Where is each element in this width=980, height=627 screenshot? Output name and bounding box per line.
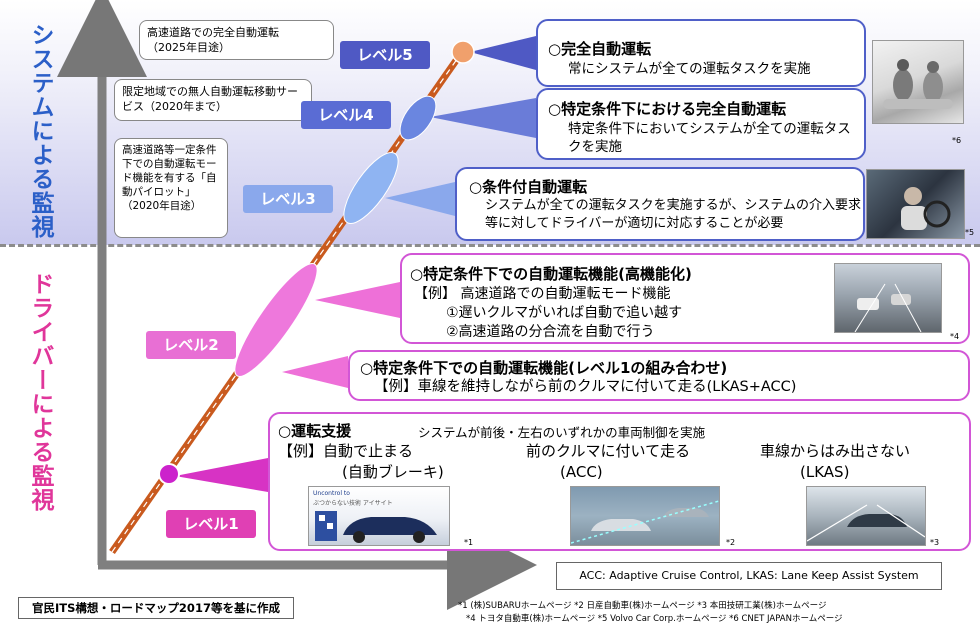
level3-text: システムが全ての運転タスクを実施するが、システムの介入要求等に対してドライバーが… — [485, 198, 861, 231]
ref-5: *5 — [965, 228, 975, 237]
ref-1: *1 — [464, 538, 474, 547]
level2-combined-box: ○特定条件下での自動運転機能(レベル1の組み合わせ) 【例】車線を維持しながら前… — [348, 350, 970, 401]
level5-callout: 高速道路での完全自動運転 （2025年目途） — [139, 20, 334, 60]
level2-combined-text: 【例】車線を維持しながら前のクルマに付いて走る(LKAS+ACC) — [374, 379, 797, 395]
system-monitoring-title: システムによる監視 — [27, 22, 53, 239]
level1-description: システムが前後・左右のいずれかの車両制御を実施 — [418, 425, 706, 440]
level4-label: レベル4 — [301, 101, 391, 129]
level3-label: レベル3 — [243, 185, 333, 213]
level3-box: ○条件付自動運転 システムが全ての運転タスクを実施するが、システムの介入要求等に… — [455, 167, 865, 241]
level3-callout-text: 高速道路等一定条件下での自動運転モード機能を有する「自動パイロット」（2020年… — [122, 144, 217, 212]
level2-ellipse — [234, 263, 318, 377]
highway-photo-figure — [854, 283, 922, 333]
level2-combined-title: ○特定条件下での自動運転機能(レベル1の組み合わせ) — [360, 359, 728, 377]
level3-ellipse — [343, 152, 399, 224]
level5-callout-text: 高速道路での完全自動運転 （2025年目途） — [147, 26, 279, 54]
lkas-photo — [806, 486, 926, 546]
level2-pointer-lower — [282, 356, 348, 388]
level1-marker — [158, 463, 180, 485]
level1-title: ○運転支援 — [278, 422, 352, 440]
level5-marker — [451, 40, 475, 64]
level4-text: 特定条件下においてシステムが全ての運転タスクを実施 — [568, 121, 851, 155]
lkas-photo-figure — [806, 504, 926, 542]
level5-box: ○完全自動運転 常にシステムが全ての運転タスクを実施 — [536, 19, 866, 87]
acc-photo — [570, 486, 720, 546]
cabin-photo-figure — [883, 59, 953, 109]
source-note: 官民ITS構想・ロードマップ2017等を基に作成 — [18, 597, 294, 619]
level2-pointer-upper — [315, 282, 400, 318]
driver-monitoring-title: ドライバーによる監視 — [27, 272, 53, 512]
level2-advanced-item1: ①遅いクルマがいれば自動で追い越す — [446, 305, 683, 321]
level1-box: ○運転支援 システムが前後・左右のいずれかの車両制御を実施 【例】自動で止まる … — [268, 412, 971, 551]
auto-brake-photo: Uncontrol to ぶつからない技術 アイサイト — [308, 486, 450, 546]
acronym-legend: ACC: Adaptive Cruise Control, LKAS: Lane… — [556, 562, 942, 590]
auto-brake-photo-heading: Uncontrol to — [313, 490, 350, 497]
level1-example2-line1: 前のクルマに付いて走る — [526, 442, 691, 460]
highway-photo — [834, 263, 942, 333]
level5-pointer — [470, 36, 536, 70]
level4-box: ○特定条件下における完全自動運転 特定条件下においてシステムが全ての運転タスクを… — [536, 88, 866, 160]
ref-4: *4 — [950, 332, 960, 341]
level3-title: ○条件付自動運転 — [469, 178, 588, 196]
footnote-line1: *1 (株)SUBARUホームページ *2 日産自動車(株)ホームページ *3 … — [458, 601, 827, 611]
driver-photo — [866, 169, 965, 239]
level5-text: 常にシステムが全ての運転タスクを実施 — [568, 61, 811, 77]
driver-photo-figure — [901, 187, 951, 230]
level2-advanced-title: ○特定条件下での自動運転機能(高機能化) — [410, 265, 692, 283]
level5-title: ○完全自動運転 — [548, 40, 652, 58]
level1-example1-line1: 【例】自動で止まる — [278, 442, 414, 460]
level4-pointer — [430, 98, 536, 138]
footnote-line2: *4 トヨタ自動車(株)ホームページ *5 Volvo Car Corp.ホーム… — [466, 614, 843, 624]
level1-example2-line2: (ACC) — [560, 463, 603, 481]
monitoring-divider — [0, 244, 980, 247]
level1-example3-line1: 車線からはみ出さない — [760, 442, 911, 460]
level4-ellipse — [399, 95, 437, 141]
level1-example3-line2: (LKAS) — [800, 463, 850, 481]
acc-photo-figure — [570, 500, 720, 544]
level2-label: レベル2 — [146, 331, 236, 359]
ref-3: *3 — [930, 538, 940, 547]
level4-title: ○特定条件下における完全自動運転 — [548, 100, 787, 118]
level3-callout: 高速道路等一定条件下での自動運転モード機能を有する「自動パイロット」（2020年… — [114, 138, 228, 238]
level4-callout-text: 限定地域での無人自動運転移動サービス（2020年まで） — [122, 85, 298, 113]
ref-2: *2 — [726, 538, 736, 547]
level1-example1-line2: (自動ブレーキ) — [342, 463, 444, 481]
level4-callout: 限定地域での無人自動運転移動サービス（2020年まで） — [114, 79, 312, 121]
auto-brake-photo-figure — [315, 511, 437, 543]
level1-label: レベル1 — [166, 510, 256, 538]
level1-pointer — [175, 458, 268, 492]
level2-advanced-example: 【例】 高速道路での自動運転モード機能 — [414, 286, 671, 302]
auto-brake-photo-title: ぶつからない技術 アイサイト — [313, 500, 393, 507]
autonomous-cabin-photo — [872, 40, 964, 124]
level3-pointer — [385, 182, 455, 216]
ref-6: *6 — [952, 136, 962, 145]
level5-label: レベル5 — [340, 41, 430, 69]
level2-advanced-item2: ②高速道路の分合流を自動で行う — [446, 324, 655, 340]
